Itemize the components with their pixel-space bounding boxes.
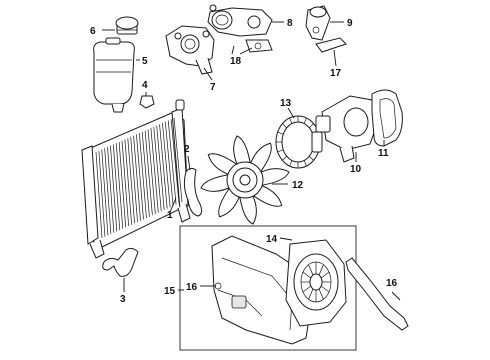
callout-label-1: 1 <box>167 210 173 221</box>
callout-9: 9 <box>330 18 353 29</box>
callout-13: 13 <box>280 98 295 119</box>
callout-12: 12 <box>272 180 304 191</box>
callout-16b: 16 <box>386 278 401 301</box>
fan-shroud <box>211 235 313 345</box>
water-outlet <box>305 5 331 41</box>
callout-label-18: 18 <box>230 56 242 67</box>
callout-label-11: 11 <box>378 148 389 159</box>
callout-16a: 16 <box>186 282 216 293</box>
callout-label-17: 17 <box>330 68 342 79</box>
callout-label-7: 7 <box>210 82 216 93</box>
callout-label-14: 14 <box>266 234 278 245</box>
callout-5: 5 <box>136 56 148 67</box>
callout-label-16a: 16 <box>186 282 198 293</box>
upper-radiator-hose <box>183 167 203 217</box>
callout-14: 14 <box>266 234 293 245</box>
callout-1: 1 <box>167 197 177 221</box>
lower-radiator-hose <box>102 247 139 277</box>
callout-label-16b: 16 <box>386 278 398 289</box>
coolant-reservoir <box>93 37 135 113</box>
water-pump-gasket <box>371 89 403 147</box>
water-outlet-gasket <box>315 37 347 53</box>
callout-15: 15 <box>164 286 184 297</box>
callout-7: 7 <box>203 67 216 93</box>
callout-6: 6 <box>90 26 115 37</box>
cooling-fan <box>200 135 290 225</box>
water-pump <box>315 95 381 163</box>
callout-label-4: 4 <box>142 80 148 91</box>
shroud-seal <box>345 257 409 331</box>
callout-18: 18 <box>230 45 253 67</box>
callout-10: 10 <box>350 152 362 175</box>
callout-11: 11 <box>378 140 389 159</box>
callout-label-10: 10 <box>350 164 362 175</box>
callout-4: 4 <box>142 80 148 96</box>
fan-shroud-group-box <box>179 225 357 351</box>
reservoir-bracket <box>139 95 155 109</box>
callout-17: 17 <box>330 49 342 79</box>
thermostat-housing <box>207 4 273 37</box>
callout-label-9: 9 <box>347 18 353 29</box>
fan-clutch <box>275 115 323 169</box>
callout-3: 3 <box>120 278 126 305</box>
callout-label-12: 12 <box>292 180 304 191</box>
callout-2: 2 <box>184 144 191 171</box>
callout-label-5: 5 <box>142 56 148 67</box>
callout-label-13: 13 <box>280 98 292 109</box>
callout-label-6: 6 <box>90 26 96 37</box>
callout-label-3: 3 <box>120 294 126 305</box>
reservoir-cap <box>115 16 139 35</box>
water-outlet-housing <box>165 25 215 75</box>
outlet-gasket <box>245 39 273 53</box>
callout-label-8: 8 <box>287 18 293 29</box>
callout-label-15: 15 <box>164 286 176 297</box>
callout-label-2: 2 <box>184 144 190 155</box>
callout-8: 8 <box>272 18 293 29</box>
auxiliary-fan <box>285 239 347 327</box>
radiator <box>81 99 191 259</box>
